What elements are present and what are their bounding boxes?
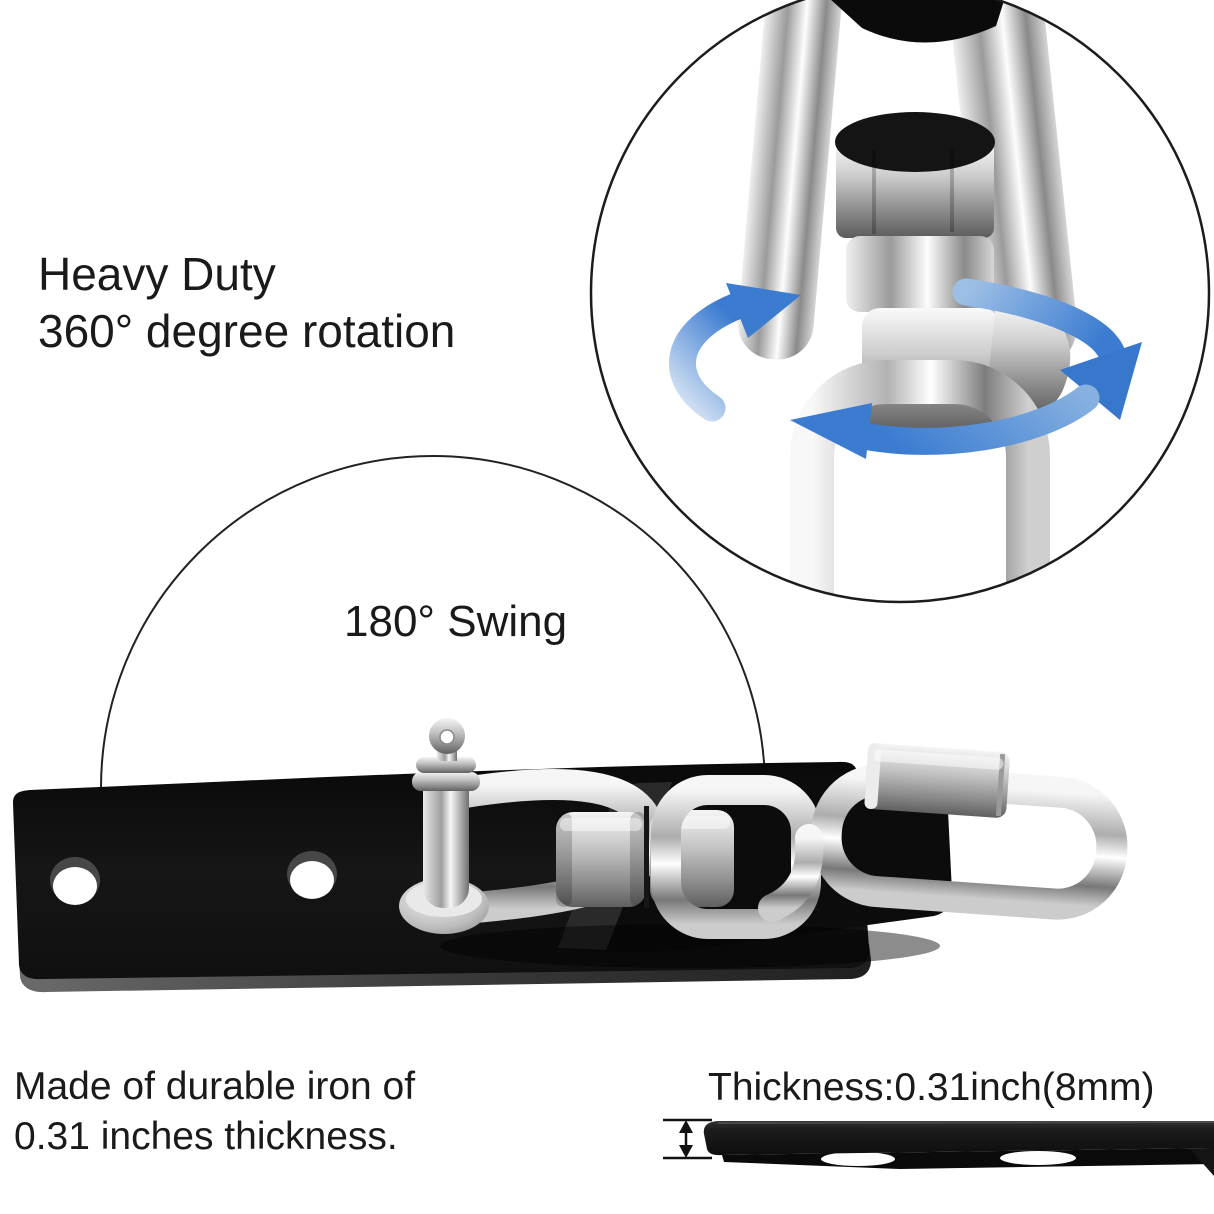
quick-link-sleeve — [864, 743, 1010, 818]
plate-edge — [703, 1121, 1214, 1156]
heading-line2: 360° degree rotation — [38, 305, 456, 357]
side-hole-right — [1000, 1151, 1076, 1165]
rotation-arrows-icon — [669, 278, 1142, 459]
magnifier-circle-outline — [589, 0, 1211, 604]
swivel-split-line — [644, 806, 649, 908]
plate-side-view — [663, 1118, 1214, 1176]
thickness-arrow-icon — [663, 1118, 712, 1160]
swivel-eye-loop — [790, 360, 1050, 602]
shackle-left-prong — [737, 0, 843, 360]
swing-label: 180° Swing — [344, 597, 568, 646]
plate-hole-middle — [287, 851, 337, 899]
heading-text: Heavy Duty 360° degree rotation — [38, 246, 455, 360]
swivel-body — [556, 806, 734, 908]
material-text: Made of durable iron of 0.31 inches thic… — [14, 1062, 415, 1162]
material-line2: 0.31 inches thickness. — [14, 1115, 398, 1158]
swivel-closeup-illustration — [669, 0, 1142, 602]
hardware-shadow — [440, 924, 940, 968]
thickness-label: Thickness:0.31inch(8mm) — [708, 1066, 1155, 1109]
plate-hole-left — [50, 857, 100, 905]
side-hole-left — [821, 1152, 895, 1166]
shackle-pin — [399, 718, 489, 934]
quick-link — [810, 743, 1128, 920]
pin-eye-tab — [429, 718, 465, 754]
swivel-closeup-magnifier — [589, 0, 1211, 604]
heading-line1: Heavy Duty — [38, 248, 276, 300]
material-line1: Made of durable iron of — [14, 1065, 416, 1108]
hex-facets — [872, 148, 954, 234]
swing-hanger-illustration — [13, 718, 1128, 993]
plate-edge-highlight — [717, 1121, 1214, 1124]
hex-nut-top — [835, 112, 995, 172]
swivel-eye-front-segment — [758, 824, 824, 922]
plate-corner-wedge — [1190, 1149, 1214, 1176]
chain-silhouette — [818, 0, 1008, 43]
